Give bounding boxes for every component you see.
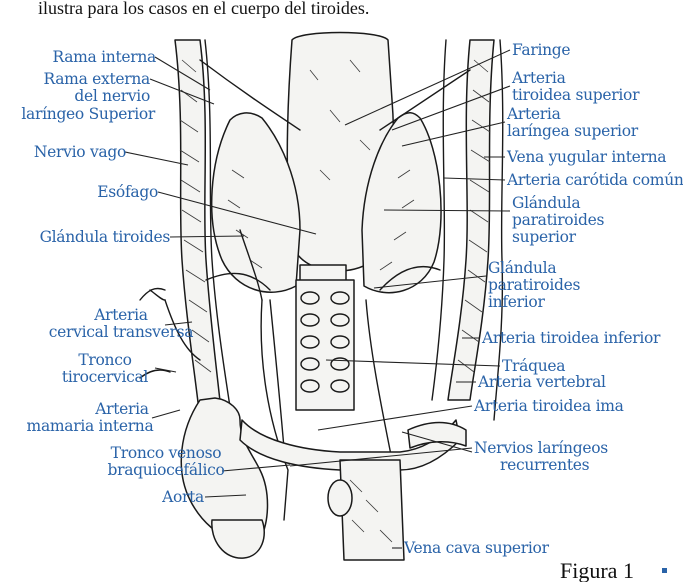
label-mamaria-1: Arteria: [94, 400, 149, 418]
label-tiroidea-sup-1: Arteria: [511, 69, 566, 87]
top-text-line: ilustra para los casos en el cuerpo del …: [38, 0, 369, 18]
label-cervical-1: Arteria: [93, 306, 148, 324]
label-yugular: Vena yugular interna: [506, 148, 666, 166]
nerve-left-recurrent: [270, 300, 285, 460]
label-tiroidea-inf: Arteria tiroidea inferior: [481, 329, 661, 347]
label-venoso-2: braquiocefálico: [107, 461, 224, 479]
left-cervical-tip: [150, 290, 165, 300]
nerve-right-recurrent: [366, 300, 392, 460]
label-paratiroides-inf-2: paratiroides: [488, 276, 580, 294]
label-paratiroides-sup-2: paratiroides: [512, 211, 604, 229]
label-paratiroides-inf-3: inferior: [488, 293, 545, 311]
label-tronco-1: Tronco: [78, 351, 131, 369]
label-venoso-1: Tronco venoso: [111, 444, 222, 462]
label-laringeos-1: Nervios laríngeos: [474, 439, 608, 457]
label-vertebral: Arteria vertebral: [477, 373, 606, 391]
caption-accent-mark: [662, 568, 667, 573]
label-aorta: Aorta: [161, 488, 204, 506]
label-glandula-tiroides: Glándula tiroides: [40, 228, 171, 246]
label-esofago: Esófago: [97, 183, 158, 201]
label-cervical-2: cervical transversa: [49, 323, 193, 341]
label-rama-externa-2: del nervio: [74, 87, 150, 105]
figure-caption: Figura 1: [560, 558, 634, 582]
label-rama-externa-3: laríngeo Superior: [21, 105, 155, 123]
leader-tiroidea-sup: [392, 86, 510, 130]
drawing: [140, 33, 503, 561]
leader-nervio-vago: [125, 152, 188, 165]
label-paratiroides-sup-3: superior: [512, 228, 577, 246]
leader-mamaria: [152, 410, 180, 418]
label-carotida: Arteria carótida común: [506, 171, 683, 189]
label-tronco-2: tirocervical: [62, 368, 149, 386]
label-paratiroides-sup-1: Glándula: [512, 194, 580, 212]
label-laringea-sup-1: Arteria: [506, 105, 561, 123]
cava-branch-cut: [328, 480, 352, 516]
label-paratiroides-inf-1: Glándula: [488, 259, 556, 277]
label-faringe: Faringe: [512, 41, 570, 59]
label-laringeos-2: recurrentes: [500, 456, 590, 474]
label-rama-externa-1: Rama externa: [44, 70, 151, 88]
aorta-cut: [212, 520, 264, 558]
label-nervio-vago: Nervio vago: [34, 143, 126, 161]
label-tiroidea-ima: Arteria tiroidea ima: [473, 397, 624, 415]
label-laringea-sup-2: laríngea superior: [507, 122, 639, 140]
label-tiroidea-sup-2: tiroidea superior: [512, 86, 640, 104]
labels-right: Faringe Arteria tiroidea superior Arteri…: [403, 41, 683, 557]
label-rama-interna: Rama interna: [52, 48, 156, 66]
label-mamaria-2: mamaria interna: [27, 417, 154, 435]
label-cava: Vena cava superior: [403, 539, 550, 557]
nerve-branch-right: [380, 70, 470, 130]
